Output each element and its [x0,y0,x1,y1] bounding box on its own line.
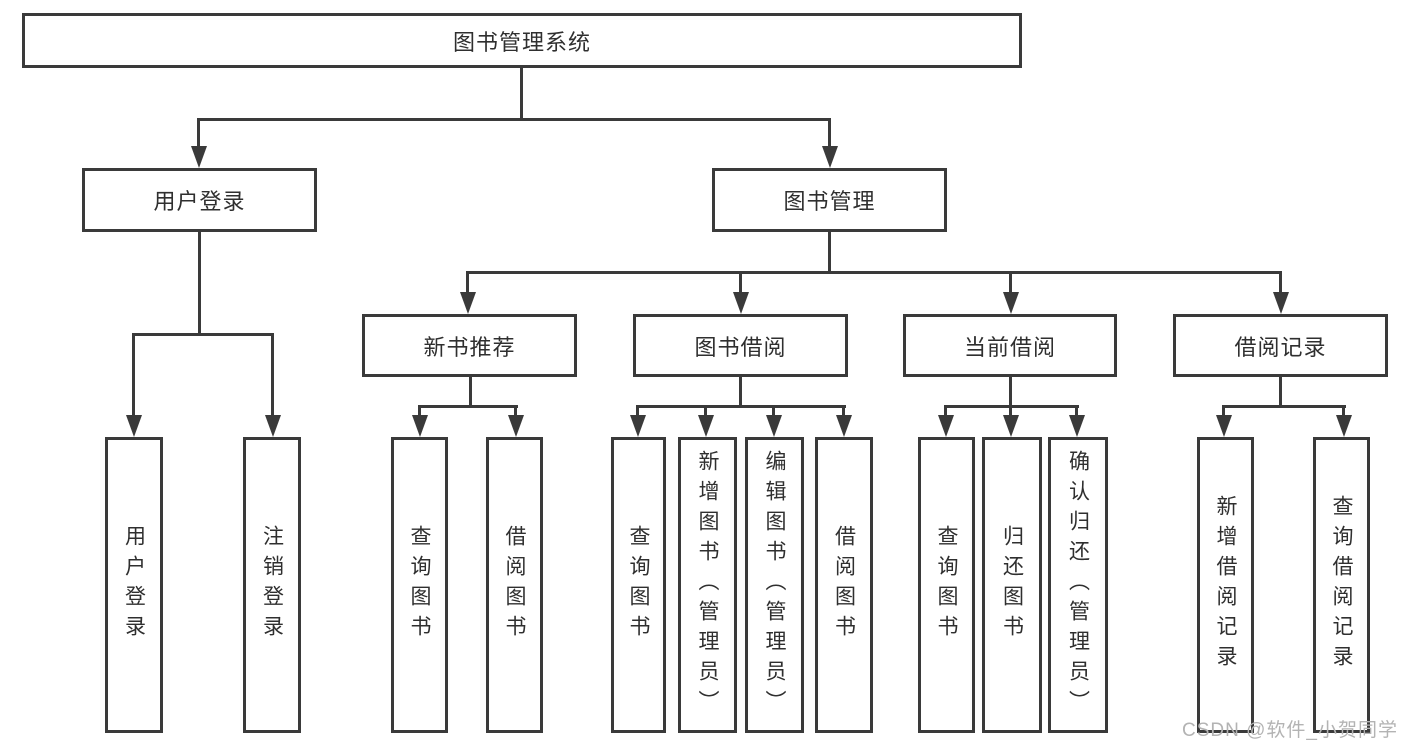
arrow-down-icon [508,415,524,437]
node-label: 图书管理 [783,189,876,214]
node-user-login: 用户登录 [82,168,317,232]
node-label: 借阅图书 [832,525,856,645]
arrow-down-icon [1069,415,1085,437]
connector [636,405,846,408]
node-label: 用户登录 [153,189,246,214]
arrow-down-icon [836,415,852,437]
connector [772,407,775,418]
connector [1009,407,1012,418]
connector [1279,273,1282,295]
node-label: 新增图书（管理员） [696,450,719,720]
connector [1222,407,1225,418]
node-book-borrow: 图书借阅 [633,314,848,377]
connector [739,377,742,407]
connector [636,407,639,418]
node-label: 确认归还（管理员） [1066,450,1090,720]
node-label: 借阅图书 [503,525,526,645]
connector [944,405,1079,408]
node-recommend-query-books: 查询图书 [391,437,448,733]
connector [271,335,274,417]
connector [828,232,831,273]
arrow-down-icon [126,415,142,437]
node-label: 新书推荐 [423,334,516,360]
node-borrow-query-books: 查询图书 [611,437,666,733]
node-book-management: 图书管理 [712,168,947,232]
connector [132,335,135,417]
connector [1279,377,1282,407]
connector [197,118,831,121]
node-query-borrow-record: 查询借阅记录 [1313,437,1370,733]
csdn-watermark: CSDN @软件_小贺同学 [1182,720,1398,741]
arrow-down-icon [1003,415,1019,437]
node-current-query-books: 查询图书 [918,437,975,733]
arrow-down-icon [630,415,646,437]
connector [1222,405,1346,408]
node-label: 用户登录 [122,525,146,645]
connector [739,273,742,295]
connector [469,377,472,407]
node-label: 查询图书 [627,525,650,645]
arrow-down-icon [766,415,782,437]
node-label: 查询图书 [935,525,958,645]
arrow-down-icon [822,146,838,168]
arrow-down-icon [412,415,428,437]
node-confirm-return-admin: 确认归还（管理员） [1048,437,1108,733]
node-add-books-admin: 新增图书（管理员） [678,437,737,733]
arrow-down-icon [191,146,207,168]
connector [197,120,200,150]
connector [1009,377,1012,407]
connector [418,407,421,418]
connector [704,407,707,418]
arrow-down-icon [1273,292,1289,314]
node-label: 归还图书 [1000,525,1024,645]
node-edit-books-admin: 编辑图书（管理员） [745,437,804,733]
node-add-borrow-record: 新增借阅记录 [1197,437,1254,733]
node-new-book-recommend: 新书推荐 [362,314,577,377]
node-borrow-records: 借阅记录 [1173,314,1388,377]
arrow-down-icon [460,292,476,314]
connector [828,120,831,150]
connector [198,232,201,335]
arrow-down-icon [1336,415,1352,437]
connector [842,407,845,418]
node-current-borrow: 当前借阅 [903,314,1117,377]
arrow-down-icon [698,415,714,437]
node-library-system: 图书管理系统 [22,13,1022,68]
node-return-books: 归还图书 [982,437,1042,733]
node-label: 查询图书 [408,525,431,645]
connector [1009,273,1012,295]
connector [1075,407,1078,418]
node-label: 图书管理系统 [452,29,591,55]
node-label: 图书借阅 [694,334,787,360]
arrow-down-icon [938,415,954,437]
node-label: 注销登录 [260,525,284,645]
node-label: 借阅记录 [1234,334,1327,360]
node-label: 编辑图书（管理员） [763,450,786,720]
connector [466,271,1282,274]
connector [466,273,469,295]
connector [520,68,523,120]
node-logout-action: 注销登录 [243,437,301,733]
node-label: 新增借阅记录 [1214,495,1237,675]
connector [944,407,947,418]
node-recommend-borrow-books: 借阅图书 [486,437,543,733]
node-borrow-books: 借阅图书 [815,437,873,733]
arrow-down-icon [733,292,749,314]
node-user-login-action: 用户登录 [105,437,163,733]
node-label: 查询借阅记录 [1330,495,1353,675]
arrow-down-icon [265,415,281,437]
connector [132,333,274,336]
node-label: 当前借阅 [963,334,1056,360]
connector [1342,407,1345,418]
arrow-down-icon [1003,292,1019,314]
connector [418,405,518,408]
connector [514,407,517,418]
arrow-down-icon [1216,415,1232,437]
